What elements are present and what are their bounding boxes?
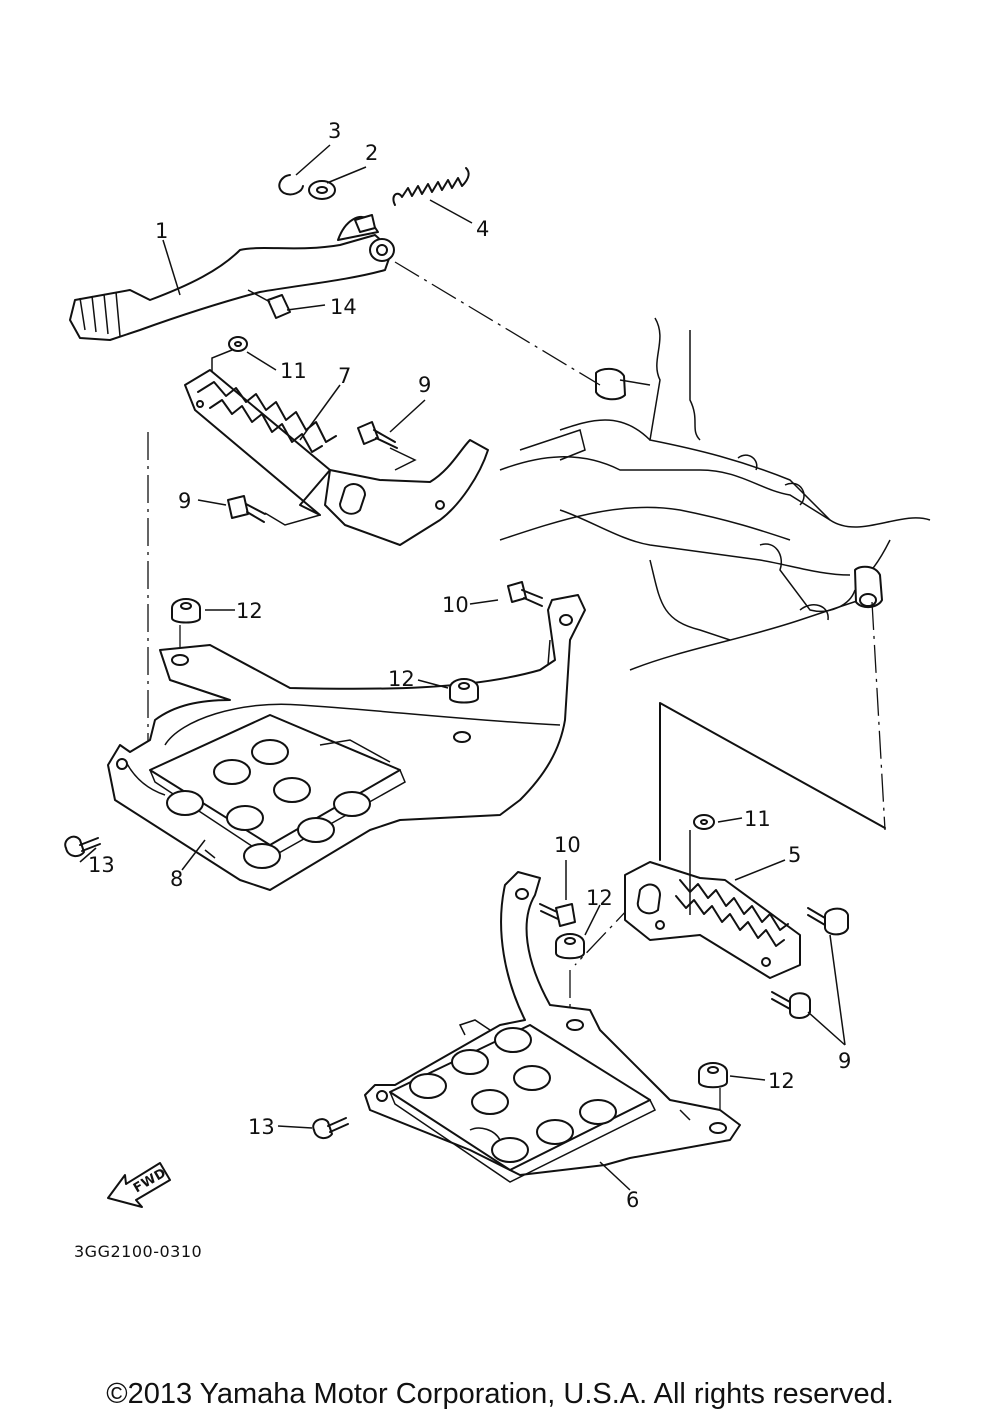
callout-7: 7 bbox=[338, 364, 351, 388]
footrest-guard-right bbox=[364, 871, 741, 1183]
callout-12-a: 12 bbox=[236, 599, 263, 623]
brake-pedal bbox=[69, 214, 395, 341]
callout-2: 2 bbox=[365, 141, 378, 165]
callout-12-c: 12 bbox=[586, 886, 613, 910]
callouts: 1 2 3 4 5 6 7 8 9 9 9 10 10 11 11 12 12 … bbox=[88, 119, 851, 1212]
callout-12-d: 12 bbox=[768, 1069, 795, 1093]
bolt-10-upper bbox=[507, 581, 543, 607]
callout-6: 6 bbox=[626, 1188, 639, 1212]
bolt-9-right-lower bbox=[771, 991, 811, 1019]
bolt-9-right-upper bbox=[807, 907, 849, 936]
callout-13-left: 13 bbox=[88, 853, 115, 877]
forward-arrow-icon: FWD bbox=[107, 1162, 171, 1208]
callout-14: 14 bbox=[330, 295, 357, 319]
grommet-12-a bbox=[171, 598, 201, 624]
callout-11-lower: 11 bbox=[744, 807, 771, 831]
footrest-left bbox=[184, 369, 489, 546]
washer bbox=[308, 180, 336, 200]
bolt-9-upper bbox=[357, 421, 398, 449]
callout-4: 4 bbox=[476, 217, 489, 241]
return-spring bbox=[392, 167, 470, 206]
diagram-code: 3GG2100-0310 bbox=[74, 1242, 202, 1261]
callout-11-upper: 11 bbox=[280, 359, 307, 383]
callout-13-right: 13 bbox=[248, 1115, 275, 1139]
callout-10-upper: 10 bbox=[442, 593, 469, 617]
bolt-9-lower bbox=[227, 495, 266, 523]
bolt-13-right bbox=[312, 1117, 349, 1140]
circlip bbox=[278, 174, 304, 196]
frame-bracket-line bbox=[659, 702, 886, 861]
footrest-guard-left bbox=[107, 594, 586, 891]
callout-9-right: 9 bbox=[838, 1049, 851, 1073]
grommet-12-c bbox=[555, 933, 585, 960]
copyright-notice: ©2013 Yamaha Motor Corporation, U.S.A. A… bbox=[106, 1378, 894, 1410]
callout-5: 5 bbox=[788, 843, 801, 867]
callout-10-lower: 10 bbox=[554, 833, 581, 857]
frame-outline bbox=[499, 317, 931, 671]
bolt-13-left bbox=[64, 835, 101, 858]
callout-3: 3 bbox=[328, 119, 341, 143]
callout-8: 8 bbox=[170, 867, 183, 891]
nut-lower bbox=[689, 814, 715, 915]
footrest-right bbox=[624, 861, 801, 979]
callout-9-lower: 9 bbox=[178, 489, 191, 513]
callout-9-upper: 9 bbox=[418, 373, 431, 397]
grommet-12-d bbox=[698, 1062, 728, 1089]
clevis-pin bbox=[247, 289, 291, 319]
callout-1: 1 bbox=[155, 219, 168, 243]
leader-lines bbox=[79, 144, 846, 1191]
grommet-12-b bbox=[449, 678, 479, 704]
bolt-10-lower bbox=[539, 903, 576, 927]
callout-12-b: 12 bbox=[388, 667, 415, 691]
